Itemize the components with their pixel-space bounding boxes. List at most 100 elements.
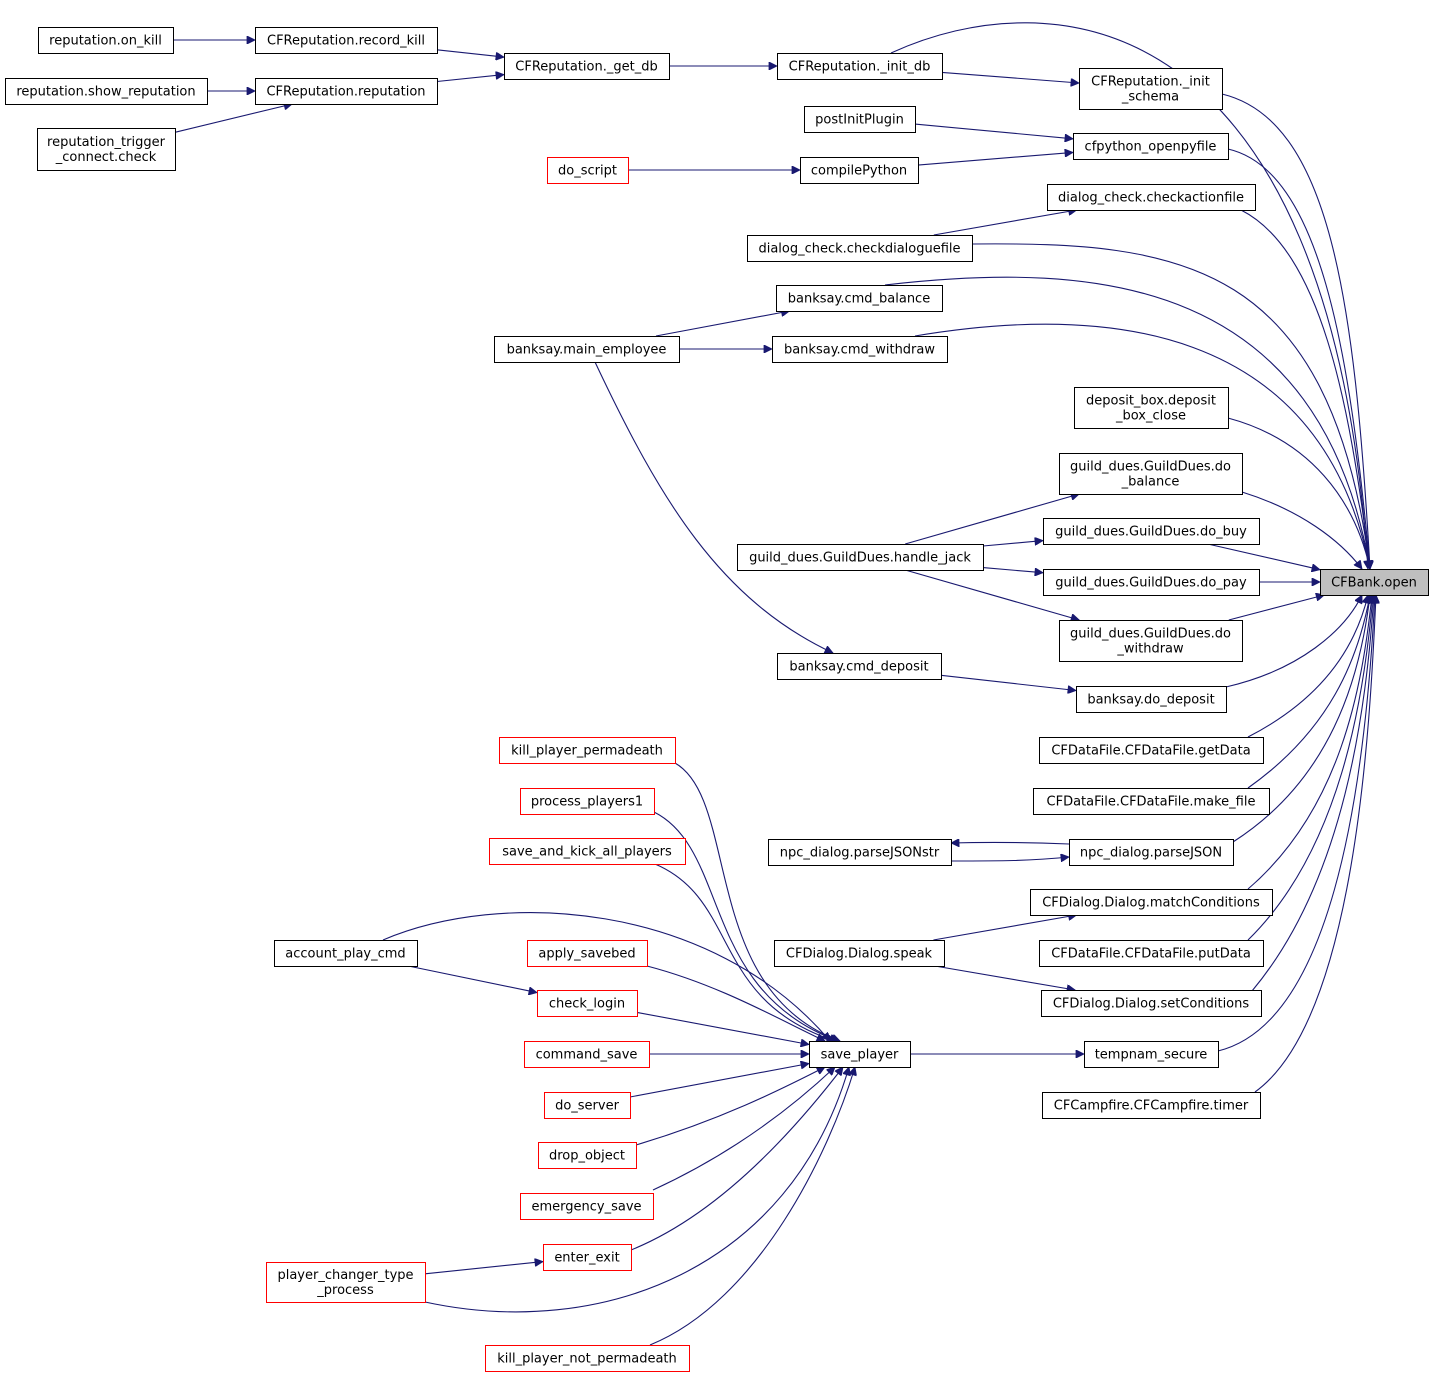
node-df-putdata[interactable]: CFDataFile.CFDataFile.putData — [1039, 940, 1264, 967]
node-apply-savebed[interactable]: apply_savebed — [527, 940, 648, 967]
node-box — [520, 1193, 654, 1220]
node-dlg-checkdialogue[interactable]: dialog_check.checkdialoguefile — [747, 235, 973, 262]
node-box — [543, 1244, 632, 1271]
edge-compile_python-to-cfpython_open — [917, 152, 1073, 166]
node-bank-cmd-deposit[interactable]: banksay.cmd_deposit — [777, 653, 942, 680]
node-deposit-box-close[interactable]: deposit_box.deposit_box_close — [1074, 387, 1229, 429]
node-box — [255, 78, 438, 105]
node-save-kick-all[interactable]: save_and_kick_all_players — [489, 838, 686, 865]
node-box — [5, 78, 208, 105]
node-label: guild_dues.GuildDues.do_buy — [1055, 525, 1247, 540]
node-label: reputation.show_reputation — [16, 85, 195, 100]
node-dlg-setcond[interactable]: CFDialog.Dialog.setConditions — [1041, 990, 1262, 1017]
node-process-players1[interactable]: process_players1 — [520, 788, 655, 815]
node-command-save[interactable]: command_save — [524, 1041, 650, 1068]
node-rep-init-db[interactable]: CFReputation._init_db — [777, 53, 943, 80]
node-compile-python[interactable]: compilePython — [800, 157, 919, 184]
node-campfire-timer[interactable]: CFCampfire.CFCampfire.timer — [1042, 1092, 1261, 1119]
edge-process_players1-to-save_player — [653, 811, 838, 1041]
node-label: guild_dues.GuildDues.do_pay — [1055, 576, 1247, 591]
node-box — [1076, 686, 1227, 713]
edge-dlg_matchcond-to-cfbank_open — [1247, 595, 1372, 890]
node-rep-get-db[interactable]: CFReputation._get_db — [504, 53, 670, 80]
edge-df_getdata-to-cfbank_open — [1247, 595, 1368, 738]
node-gd-do-balance[interactable]: guild_dues.GuildDues.do_balance — [1059, 453, 1243, 495]
node-label: npc_dialog.parseJSONstr — [780, 846, 940, 861]
node-box — [499, 737, 676, 764]
node-player-changer[interactable]: player_changer_type_process — [266, 1262, 426, 1303]
edge-campfire_timer-to-cfbank_open — [1254, 595, 1376, 1093]
node-emergency-save[interactable]: emergency_save — [520, 1193, 654, 1220]
node-bank-do-deposit[interactable]: banksay.do_deposit — [1076, 686, 1227, 713]
node-label: CFReputation._get_db — [515, 60, 657, 75]
node-box — [1043, 569, 1260, 596]
edge-emergency_save-to-save_player — [652, 1067, 835, 1191]
edge-rep_trigger-to-rep_reputation — [174, 104, 292, 133]
node-label: _process — [316, 1283, 374, 1298]
node-bank-cmd-withdraw[interactable]: banksay.cmd_withdraw — [772, 336, 948, 363]
node-label: check_login — [549, 997, 625, 1012]
node-bank-main-employee[interactable]: banksay.main_employee — [494, 336, 680, 363]
node-box — [1059, 453, 1243, 495]
edge-bank_do_deposit-to-cfbank_open — [1225, 595, 1362, 688]
edge-player_changer-to-enter_exit — [424, 1262, 543, 1275]
node-gd-do-pay[interactable]: guild_dues.GuildDues.do_pay — [1043, 569, 1260, 596]
node-box — [1042, 1092, 1261, 1119]
node-rep-show[interactable]: reputation.show_reputation — [5, 78, 208, 105]
node-label: dialog_check.checkactionfile — [1058, 191, 1244, 206]
node-kill-not-permadeath[interactable]: kill_player_not_permadeath — [485, 1345, 690, 1372]
node-save-player[interactable]: save_player — [809, 1041, 911, 1068]
node-check-login[interactable]: check_login — [537, 990, 638, 1017]
node-rep-on-kill[interactable]: reputation.on_kill — [38, 27, 174, 54]
node-cfpython-open[interactable]: cfpython_openpyfile — [1073, 133, 1229, 160]
node-gd-handle-jack[interactable]: guild_dues.GuildDues.handle_jack — [737, 544, 984, 571]
node-label: deposit_box.deposit — [1086, 394, 1216, 409]
node-dlg-matchcond[interactable]: CFDialog.Dialog.matchConditions — [1030, 889, 1273, 916]
edge-gd_handle_jack-to-gd_do_withdraw — [905, 569, 1079, 620]
node-rep-record-kill[interactable]: CFReputation.record_kill — [255, 27, 438, 54]
node-label: CFReputation._init_db — [789, 60, 931, 75]
node-account-play-cmd[interactable]: account_play_cmd — [274, 940, 418, 967]
node-do-script[interactable]: do_script — [547, 157, 629, 184]
node-tempnam-secure[interactable]: tempnam_secure — [1084, 1041, 1219, 1068]
node-gd-do-buy[interactable]: guild_dues.GuildDues.do_buy — [1043, 518, 1260, 545]
node-drop-object[interactable]: drop_object — [538, 1142, 637, 1169]
edge-post_init-to-cfpython_open — [914, 123, 1073, 139]
node-gd-do-withdraw[interactable]: guild_dues.GuildDues.do_withdraw — [1059, 620, 1243, 662]
node-box — [255, 27, 438, 54]
node-cfbank-open[interactable]: CFBank.open — [1320, 569, 1429, 596]
node-box — [804, 106, 916, 133]
node-box — [809, 1041, 911, 1068]
edge-bank_cmd_deposit-to-bank_do_deposit — [940, 674, 1076, 690]
node-dlg-speak[interactable]: CFDialog.Dialog.speak — [774, 940, 945, 967]
node-label: _withdraw — [1116, 642, 1184, 657]
node-label: reputation_trigger — [47, 135, 166, 150]
node-dlg-checkaction[interactable]: dialog_check.checkactionfile — [1047, 184, 1256, 211]
node-rep-init-schema[interactable]: CFReputation._init_schema — [1079, 68, 1223, 110]
node-bank-cmd-balance[interactable]: banksay.cmd_balance — [776, 285, 943, 312]
node-rep-trigger[interactable]: reputation_trigger_connect.check — [37, 128, 176, 171]
node-npc-parsejson[interactable]: npc_dialog.parseJSON — [1069, 839, 1234, 866]
edge-df_putdata-to-cfbank_open — [1247, 595, 1373, 941]
node-post-init[interactable]: postInitPlugin — [804, 106, 916, 133]
node-enter-exit[interactable]: enter_exit — [543, 1244, 632, 1271]
node-box — [1069, 839, 1234, 866]
edge-kill_not_permadeath-to-save_player — [649, 1067, 855, 1346]
edge-dlg_checkdialogue-to-dlg_checkaction — [933, 210, 1077, 236]
node-df-make-file[interactable]: CFDataFile.CFDataFile.make_file — [1033, 788, 1270, 815]
node-df-getdata[interactable]: CFDataFile.CFDataFile.getData — [1039, 737, 1264, 764]
node-box — [774, 940, 945, 967]
edge-save_kick_all-to-save_player — [654, 863, 835, 1041]
node-box — [777, 53, 943, 80]
node-label: kill_player_not_permadeath — [497, 1352, 677, 1367]
node-do-server[interactable]: do_server — [544, 1092, 631, 1119]
node-box — [544, 1092, 631, 1119]
edge-apply_savebed-to-save_player — [646, 965, 825, 1041]
node-rep-reputation[interactable]: CFReputation.reputation — [255, 78, 438, 105]
node-npc-parsejsonstr[interactable]: npc_dialog.parseJSONstr — [768, 839, 952, 866]
node-label: CFDataFile.CFDataFile.putData — [1051, 947, 1251, 962]
node-box — [1041, 990, 1262, 1017]
edge-dlg_speak-to-dlg_matchcond — [933, 915, 1076, 941]
node-kill-permadeath[interactable]: kill_player_permadeath — [499, 737, 676, 764]
